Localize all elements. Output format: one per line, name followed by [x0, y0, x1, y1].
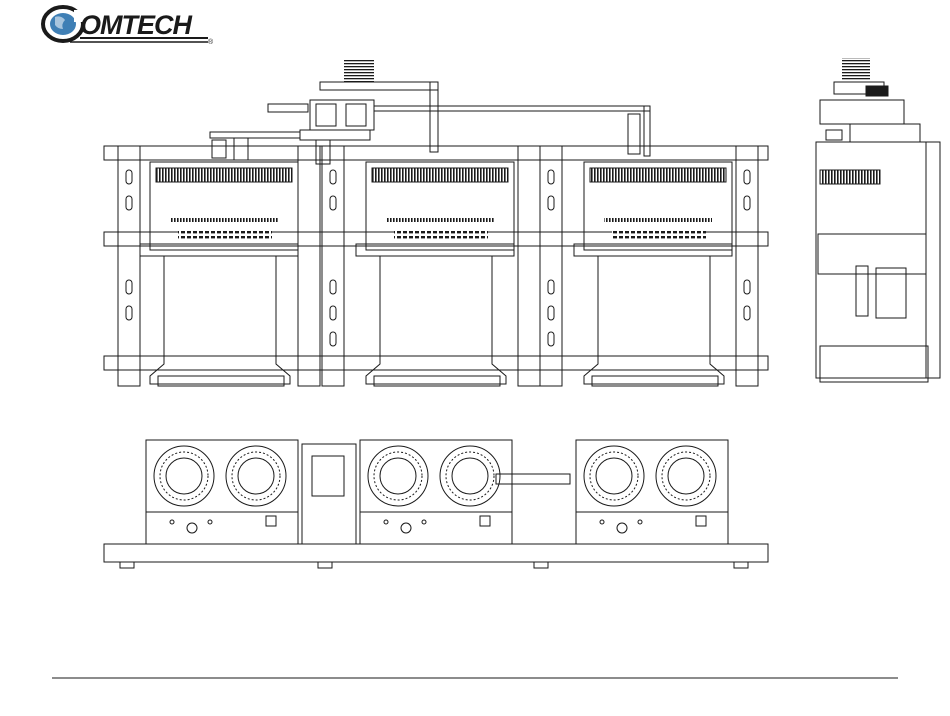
- side-view: [816, 58, 940, 382]
- bottom-unit-3: [576, 440, 728, 544]
- bottom-rail: [104, 356, 768, 370]
- fan-icon: [584, 446, 644, 506]
- logo-wordmark: OMTECH: [80, 10, 192, 40]
- comtech-logo: OMTECH ®: [43, 7, 214, 46]
- amplifier-unit-2: [356, 162, 514, 386]
- bottom-view: [104, 440, 768, 568]
- switch-assembly: [302, 444, 356, 544]
- bottom-unit-1: [146, 440, 298, 544]
- top-rail: [104, 146, 768, 160]
- base-plate: [104, 544, 768, 562]
- fan-icon: [656, 446, 716, 506]
- registered-mark: ®: [208, 38, 214, 46]
- waveguide-assembly: [210, 60, 650, 164]
- fan-icon: [368, 446, 428, 506]
- front-view: [104, 60, 768, 386]
- connecting-tube: [496, 474, 570, 484]
- bottom-unit-2: [360, 440, 512, 544]
- amplifier-unit-1: [140, 162, 298, 386]
- fan-icon: [440, 446, 500, 506]
- amplifier-unit-3: [574, 162, 732, 386]
- fan-icon: [154, 446, 214, 506]
- fan-icon: [226, 446, 286, 506]
